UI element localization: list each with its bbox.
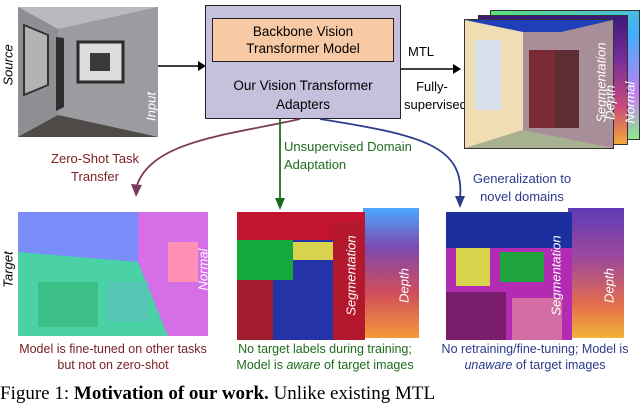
backbone-title: Backbone Vision Transformer Model xyxy=(246,24,360,56)
zero-shot-arrow xyxy=(135,118,301,189)
target-image-2-depth: Depth xyxy=(363,208,419,338)
target-image-3-seg: Segmentation xyxy=(446,212,572,340)
uda-label: Unsupervised Domain Adaptation xyxy=(284,139,412,172)
figure-caption: Figure 1: Motivation of our work. Unlike… xyxy=(0,383,640,406)
input-image: Input xyxy=(18,7,158,137)
normal-map-scene xyxy=(18,212,208,336)
figure-caption-prefix: Figure 1: xyxy=(0,383,74,404)
input-arrow xyxy=(158,61,206,71)
target-3-caption-emphasis: unaware xyxy=(464,358,513,372)
target-3-label-segmentation: Segmentation xyxy=(548,235,564,316)
figure-caption-rest: Unlike existing MTL xyxy=(268,383,436,404)
output-card-segmentation xyxy=(464,19,614,149)
target-2-caption-after: of target images xyxy=(320,358,414,372)
segmentation-scene-3 xyxy=(446,212,572,340)
target-2-label-depth: Depth xyxy=(396,268,412,303)
generalization-arrowhead xyxy=(455,196,465,208)
target-image-1: Normal xyxy=(18,212,208,336)
segmentation-scene-2 xyxy=(237,212,365,340)
output-arrow xyxy=(401,64,461,74)
supervision-label: Fully-supervised xyxy=(404,79,467,112)
adapter-title: Our Vision Transformer Adapters xyxy=(233,78,373,112)
target-1-caption: Model is fine-tuned on other tasks but n… xyxy=(19,342,207,372)
uda-arrowhead xyxy=(275,198,285,210)
zero-shot-arrowhead xyxy=(131,184,142,197)
hallway-illustration xyxy=(18,7,158,137)
target-2-caption-emphasis: aware xyxy=(286,358,321,372)
segmentation-scene xyxy=(465,20,613,148)
target-1-label-normal: Normal xyxy=(195,248,209,291)
mtl-label: MTL xyxy=(408,44,434,59)
target-3-caption-after: of target images xyxy=(512,358,606,372)
generalization-arrow xyxy=(319,118,462,199)
target-3-caption-before: No retraining/fine-tuning; Model is xyxy=(441,342,629,356)
target-image-2-seg: Segmentation xyxy=(237,212,365,340)
target-3-label-depth: Depth xyxy=(601,268,617,303)
generalization-label: Generalization to novel domains xyxy=(472,171,572,204)
target-2-caption-before: No target labels during training; Model … xyxy=(236,342,412,372)
target-image-3-depth: Depth xyxy=(568,208,624,338)
adapter-box: Backbone Vision Transformer Model Our Vi… xyxy=(205,5,401,119)
backbone-box: Backbone Vision Transformer Model xyxy=(212,18,394,62)
target-2-caption: No target labels during training; Model … xyxy=(220,341,430,373)
target-3-caption: No retraining/fine-tuning; Model is unaw… xyxy=(432,341,638,373)
figure-caption-bold: Motivation of our work. xyxy=(73,383,269,404)
zero-shot-label: Zero-Shot Task Transfer xyxy=(51,151,139,184)
target-2-label-segmentation: Segmentation xyxy=(343,235,359,316)
